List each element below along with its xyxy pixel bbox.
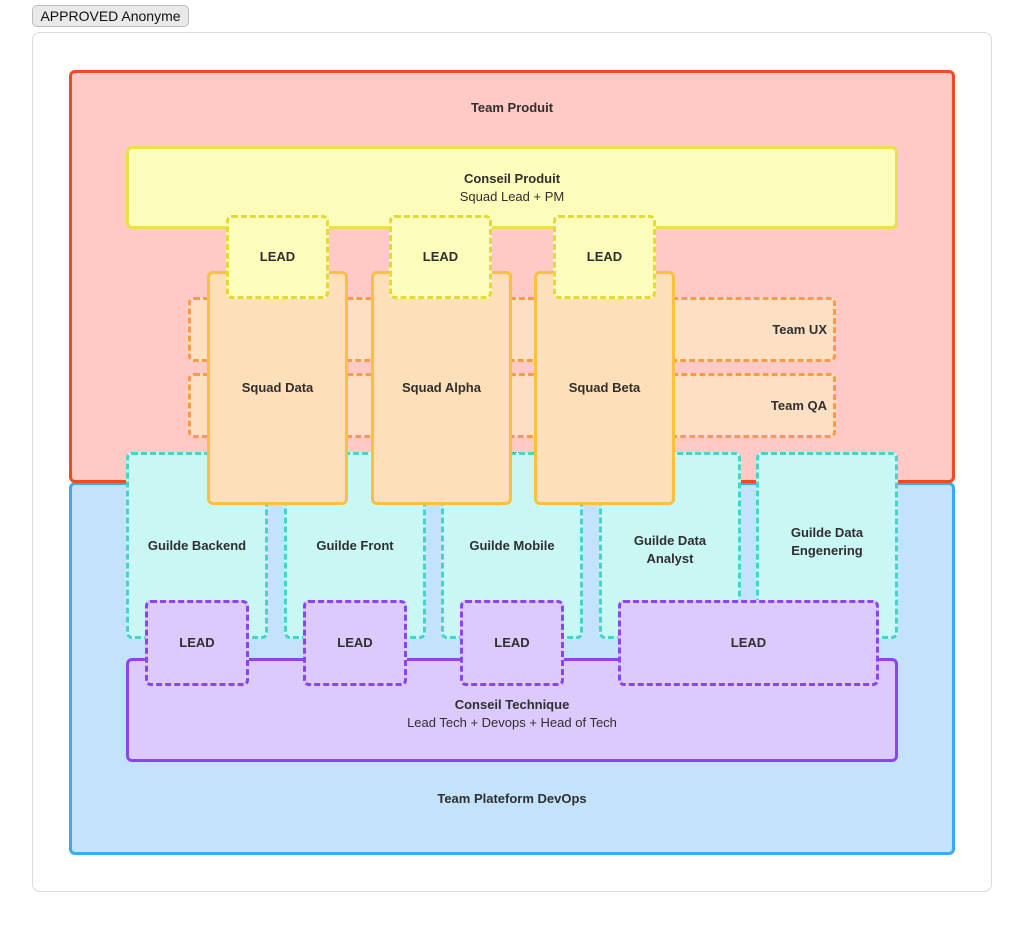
- guilde-backend-lead: LEAD: [145, 600, 249, 686]
- guild-label-line2: Engenering: [791, 542, 863, 558]
- guild-label-line1: Guilde Mobile: [469, 537, 555, 553]
- conseil-technique-subtitle: Lead Tech + Devops + Head of Tech: [407, 715, 617, 730]
- connector-line: [405, 658, 461, 661]
- guilde-data-lead: LEAD: [618, 600, 879, 686]
- squad-alpha-lead: LEAD: [389, 215, 492, 299]
- squad-label: Squad Data: [241, 380, 314, 395]
- squad-data-lead: LEAD: [226, 215, 329, 299]
- guild-label-line1: Guilde Front: [316, 537, 394, 553]
- conseil-produit-title: Conseil Produit: [463, 170, 561, 186]
- team-ux-label: Team UX: [772, 321, 827, 337]
- guilde-front-lead: LEAD: [303, 600, 407, 686]
- conseil-technique-title: Conseil Technique: [454, 697, 570, 712]
- approved-badge: APPROVED Anonyme: [32, 5, 189, 27]
- lead-label: LEAD: [422, 249, 459, 264]
- guild-label-line2: Analyst: [646, 550, 694, 566]
- squad-label: Squad Beta: [568, 380, 641, 395]
- lead-label: LEAD: [494, 635, 530, 650]
- lead-label: LEAD: [337, 635, 373, 650]
- conseil-produit-subtitle: Squad Lead + PM: [459, 188, 565, 204]
- squad-beta: Squad Beta: [534, 271, 675, 505]
- team-produit-label: Team Produit: [470, 100, 554, 115]
- lead-label: LEAD: [586, 249, 623, 264]
- handle-dots: ···: [512, 448, 520, 457]
- team-qa-label: Team QA: [770, 397, 827, 413]
- guild-label-line1: Guilde Data: [633, 532, 707, 548]
- guild-label-line1: Guilde Data: [790, 524, 864, 540]
- connector-line: [563, 658, 619, 661]
- conseil-produit: Conseil Produit Squad Lead + PM: [126, 146, 898, 229]
- squad-beta-lead: LEAD: [553, 215, 656, 299]
- lead-label: LEAD: [259, 249, 296, 264]
- team-platform-label: Team Plateform DevOps: [437, 791, 587, 806]
- lead-label: LEAD: [179, 635, 215, 650]
- squad-alpha: Squad Alpha: [371, 271, 512, 505]
- squad-data: Squad Data: [207, 271, 348, 505]
- guild-label-line1: Guilde Backend: [147, 537, 247, 553]
- connector-line: [248, 658, 304, 661]
- squad-label: Squad Alpha: [402, 380, 481, 395]
- guilde-mobile-lead: LEAD: [460, 600, 564, 686]
- lead-label: LEAD: [730, 635, 767, 650]
